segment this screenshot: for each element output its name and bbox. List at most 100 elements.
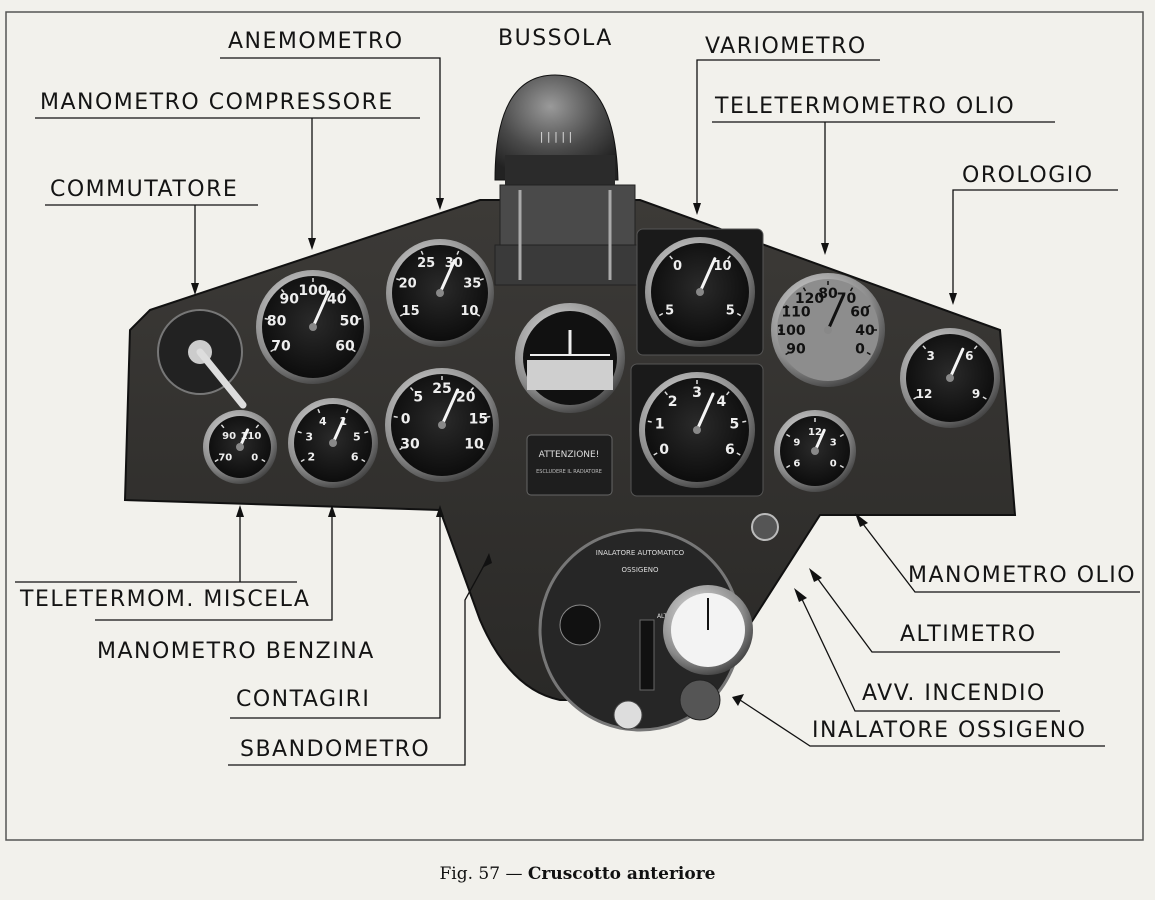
label-inalatore-ossigeno: INALATORE OSSIGENO bbox=[812, 718, 1087, 743]
gauge-tick-label: 60 bbox=[335, 339, 355, 355]
label-contagiri: CONTAGIRI bbox=[236, 687, 371, 712]
label-manometro-olio: MANOMETRO OLIO bbox=[908, 563, 1137, 588]
gauge-tick-label: 30 bbox=[400, 437, 420, 453]
gauge-tick-label: 90 bbox=[222, 431, 236, 442]
gauge-tick-label: 4 bbox=[717, 394, 727, 410]
gauge-tick-label: 80 bbox=[267, 314, 287, 330]
caption-title: Cruscotto anteriore bbox=[527, 864, 716, 884]
gauge-tick-label: 5 bbox=[665, 304, 674, 319]
gauge-tick-label: 60 bbox=[850, 305, 870, 321]
gauge-needle bbox=[826, 293, 846, 332]
gauge-tick-label: 6 bbox=[351, 451, 359, 464]
inhaler-subtitle: OSSIGENO bbox=[621, 566, 659, 574]
gauge-tick-label: 3 bbox=[927, 349, 935, 363]
gauge-tick-label: 2 bbox=[668, 394, 678, 410]
gauge-tick-label: 50 bbox=[340, 314, 360, 330]
gauge-tick-label: 70 bbox=[837, 291, 857, 307]
compass-housing: | | | | | bbox=[494, 74, 646, 286]
gauge-tick-label: 0 bbox=[251, 453, 258, 464]
label-avv-incendio: AVV. INCENDIO bbox=[862, 681, 1046, 706]
gauge-tick-label: 15 bbox=[402, 304, 420, 319]
warning-note: ESCLUDERE IL RADIATORE bbox=[536, 469, 602, 475]
gauge-tick-label: 0 bbox=[855, 342, 865, 358]
variometer-gauge: 5 0 10 5 bbox=[636, 228, 764, 356]
gauge-tick-label: 25 bbox=[432, 381, 451, 397]
gauge-tick-label: 2 bbox=[307, 451, 315, 464]
gauge-needle bbox=[695, 392, 715, 432]
label-teletermometro-olio: TELETERMOMETRO OLIO bbox=[715, 94, 1016, 119]
gauge-tick-label: 6 bbox=[725, 442, 735, 458]
frame-border bbox=[5, 11, 1144, 841]
figure-caption: Fig. 57 — Cruscotto anteriore bbox=[0, 864, 1155, 884]
gauge-tick-label: 120 bbox=[795, 291, 824, 307]
gauge-tick-label: 0 bbox=[659, 442, 669, 458]
mixture-temp-gauge: 70 90 110 0 bbox=[203, 410, 277, 484]
gauge-needle bbox=[698, 257, 717, 294]
selector-switch bbox=[157, 309, 247, 409]
gauge-tick-label: 70 bbox=[271, 339, 291, 355]
gauge-tick-label: 70 bbox=[218, 453, 232, 464]
gauge-tick-label: 100 bbox=[776, 323, 805, 339]
gauge-tick-label: 12 bbox=[808, 427, 822, 438]
gauge-needle bbox=[438, 259, 456, 295]
warning-title: ATTENZIONE! bbox=[539, 450, 600, 460]
gauge-tick-label: 10 bbox=[713, 259, 731, 274]
arrowheads bbox=[191, 198, 957, 706]
label-manometro-benzina: MANOMETRO BENZINA bbox=[97, 639, 375, 664]
gauge-tick-label: 9 bbox=[793, 438, 800, 449]
gauge-tick-label: 3 bbox=[692, 385, 702, 401]
gauge-tick-label: 40 bbox=[855, 323, 875, 339]
gauge-tick-label: 110 bbox=[240, 431, 261, 442]
gauge-tick-label: 15 bbox=[469, 412, 488, 428]
gauge-tick-label: 90 bbox=[786, 342, 806, 358]
gauge-needle bbox=[948, 347, 965, 380]
gauge-tick-label: 1 bbox=[655, 416, 665, 432]
gauge-tick-label: 6 bbox=[793, 459, 800, 470]
gauge-tick-label: 80 bbox=[818, 286, 838, 302]
gauge-tick-label: 6 bbox=[965, 349, 973, 363]
gauge-tick-label: 5 bbox=[726, 304, 735, 319]
gauge-tick-label: 90 bbox=[279, 292, 299, 308]
gauge-needle bbox=[331, 417, 346, 445]
gauge-tick-label: 40 bbox=[327, 292, 347, 308]
label-commutatore: COMMUTATORE bbox=[50, 177, 239, 202]
caption-figure-number: Fig. 57 — bbox=[439, 864, 523, 884]
gauge-tick-label: 25 bbox=[417, 256, 435, 271]
label-manometro-compressore: MANOMETRO COMPRESSORE bbox=[40, 90, 394, 115]
gauge-tick-label: 10 bbox=[464, 437, 484, 453]
gauge-tick-label: 5 bbox=[353, 430, 361, 443]
label-teletermom-miscela: TELETERMOM. MISCELA bbox=[20, 587, 311, 612]
warning-plate: ATTENZIONE! ESCLUDERE IL RADIATORE bbox=[526, 434, 613, 496]
gauge-tick-label: 0 bbox=[673, 259, 682, 274]
oxygen-inhaler: INALATORE AUTOMATICO OSSIGENO ALTEZZE bbox=[538, 528, 753, 732]
label-orologio: OROLOGIO bbox=[962, 163, 1094, 188]
label-anemometro: ANEMOMETRO bbox=[228, 29, 404, 54]
turn-bank-indicator bbox=[515, 303, 625, 413]
fuel-pressure-gauge: 234156 bbox=[288, 398, 378, 488]
gauge-tick-label: 0 bbox=[830, 459, 837, 470]
leader-lines bbox=[15, 57, 1140, 766]
gauge-tick-label: 35 bbox=[463, 277, 481, 292]
oil-pressure-gauge: 6 9 12 3 0 bbox=[774, 410, 856, 492]
gauge-tick-label: 4 bbox=[319, 415, 327, 428]
gauge-needle bbox=[440, 388, 460, 427]
label-altimetro: ALTIMETRO bbox=[900, 622, 1037, 647]
gauge-tick-label: 3 bbox=[305, 430, 313, 443]
gauge-tick-label: 20 bbox=[456, 390, 476, 406]
label-bussola: BUSSOLA bbox=[498, 26, 613, 51]
airspeed-gauge: 152025303510 bbox=[386, 239, 494, 347]
gauge-tick-label: 110 bbox=[781, 305, 810, 321]
gauge-tick-label: 20 bbox=[399, 277, 417, 292]
gauge-tick-label: 3 bbox=[830, 438, 837, 449]
inhaler-title: INALATORE AUTOMATICO bbox=[596, 549, 685, 557]
gauge-tick-label: 100 bbox=[298, 283, 327, 299]
label-variometro: VARIOMETRO bbox=[705, 34, 867, 59]
gauge-tick-label: 0 bbox=[401, 412, 411, 428]
